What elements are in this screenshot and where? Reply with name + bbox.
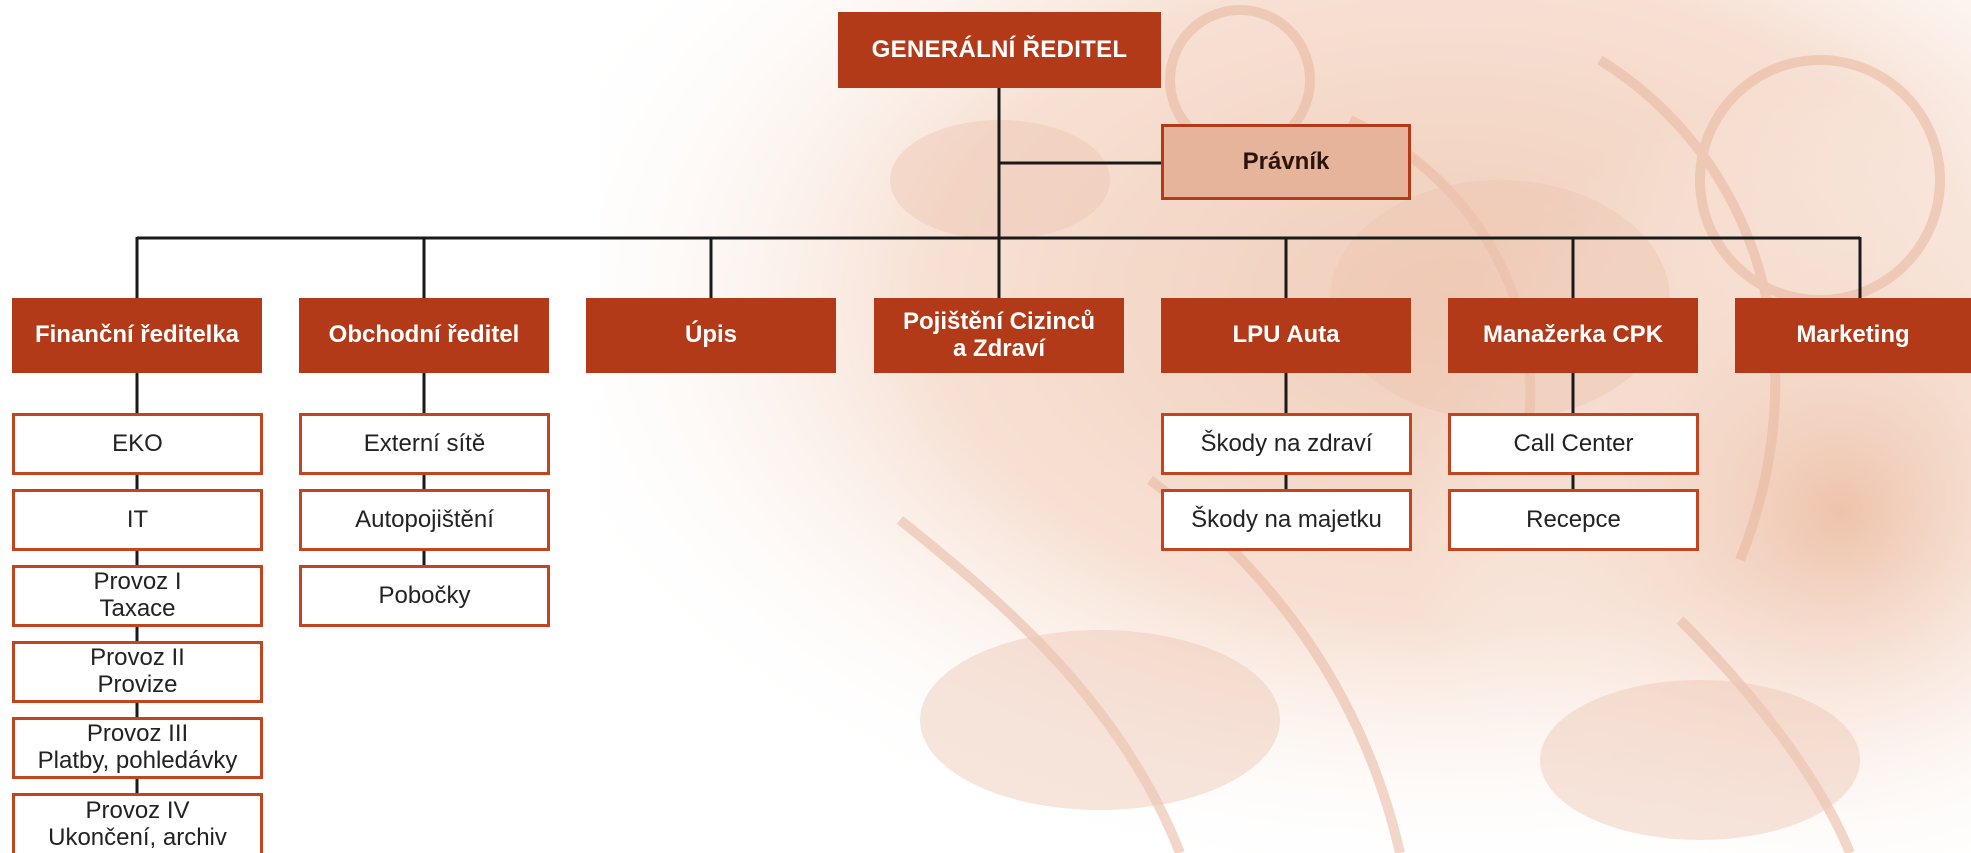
unit-external-networks: Externí sítě (299, 413, 550, 475)
legal-box: Právník (1161, 124, 1411, 200)
unit-reception: Recepce (1448, 489, 1699, 551)
unit-provoz-1-label-line1: Provoz I (93, 568, 182, 596)
unit-eko: EKO (12, 413, 263, 475)
unit-property-damages-label: Škody na majetku (1191, 505, 1382, 533)
unit-provoz-1-label-line2: Taxace (99, 595, 176, 622)
unit-provoz-4-label-line2: Ukončení, archiv (48, 823, 227, 851)
unit-call-center-label: Call Center (1513, 429, 1634, 457)
unit-property-damages: Škody na majetku (1161, 489, 1412, 551)
dept-foreigners-health-label-line2: a Zdraví (952, 334, 1046, 362)
unit-health-damages-label: Škody na zdraví (1200, 429, 1373, 457)
unit-call-center: Call Center (1448, 413, 1699, 475)
dept-sales-box: Obchodní ředitel (299, 298, 549, 373)
unit-reception-label: Recepce (1526, 505, 1621, 533)
unit-provoz-3-label-line2: Platby, pohledávky (37, 747, 238, 774)
dept-finance-label: Finanční ředitelka (34, 321, 240, 349)
dept-marketing-box: Marketing (1735, 298, 1971, 373)
ceo-label: GENERÁLNÍ ŘEDITEL (871, 35, 1128, 63)
unit-provoz-2-label-line1: Provoz II (90, 644, 185, 672)
dept-cpk-label: Manažerka CPK (1482, 321, 1664, 349)
dept-finance-box: Finanční ředitelka (12, 298, 262, 373)
dept-sales-label: Obchodní ředitel (328, 321, 520, 349)
unit-eko-label: EKO (112, 429, 163, 457)
unit-provoz-2: Provoz II Provize (12, 641, 263, 703)
unit-provoz-3: Provoz III Platby, pohledávky (12, 717, 263, 779)
unit-it: IT (12, 489, 263, 551)
dept-foreigners-health-label-line1: Pojištění Cizinců (902, 307, 1096, 335)
unit-provoz-4: Provoz IV Ukončení, archiv (12, 793, 263, 853)
unit-provoz-1: Provoz I Taxace (12, 565, 263, 627)
dept-underwriting-box: Úpis (586, 298, 836, 373)
unit-branches-label: Pobočky (378, 581, 471, 609)
unit-auto-insurance: Autopojištění (299, 489, 550, 551)
unit-provoz-3-label-line1: Provoz III (86, 720, 189, 748)
unit-branches: Pobočky (299, 565, 550, 627)
unit-provoz-4-label-line1: Provoz IV (85, 796, 190, 824)
dept-underwriting-label: Úpis (684, 321, 737, 349)
dept-cpk-box: Manažerka CPK (1448, 298, 1698, 373)
dept-foreigners-health-box: Pojištění Cizinců a Zdraví (874, 298, 1124, 373)
unit-external-networks-label: Externí sítě (363, 429, 486, 457)
dept-lpu-auta-box: LPU Auta (1161, 298, 1411, 373)
unit-provoz-2-label-line2: Provize (97, 671, 178, 698)
dept-marketing-label: Marketing (1796, 321, 1910, 349)
unit-auto-insurance-label: Autopojištění (355, 505, 494, 533)
unit-health-damages: Škody na zdraví (1161, 413, 1412, 475)
unit-it-label: IT (126, 505, 149, 533)
legal-label: Právník (1242, 147, 1330, 175)
ceo-box: GENERÁLNÍ ŘEDITEL (838, 12, 1161, 88)
dept-lpu-auta-label: LPU Auta (1232, 321, 1340, 349)
